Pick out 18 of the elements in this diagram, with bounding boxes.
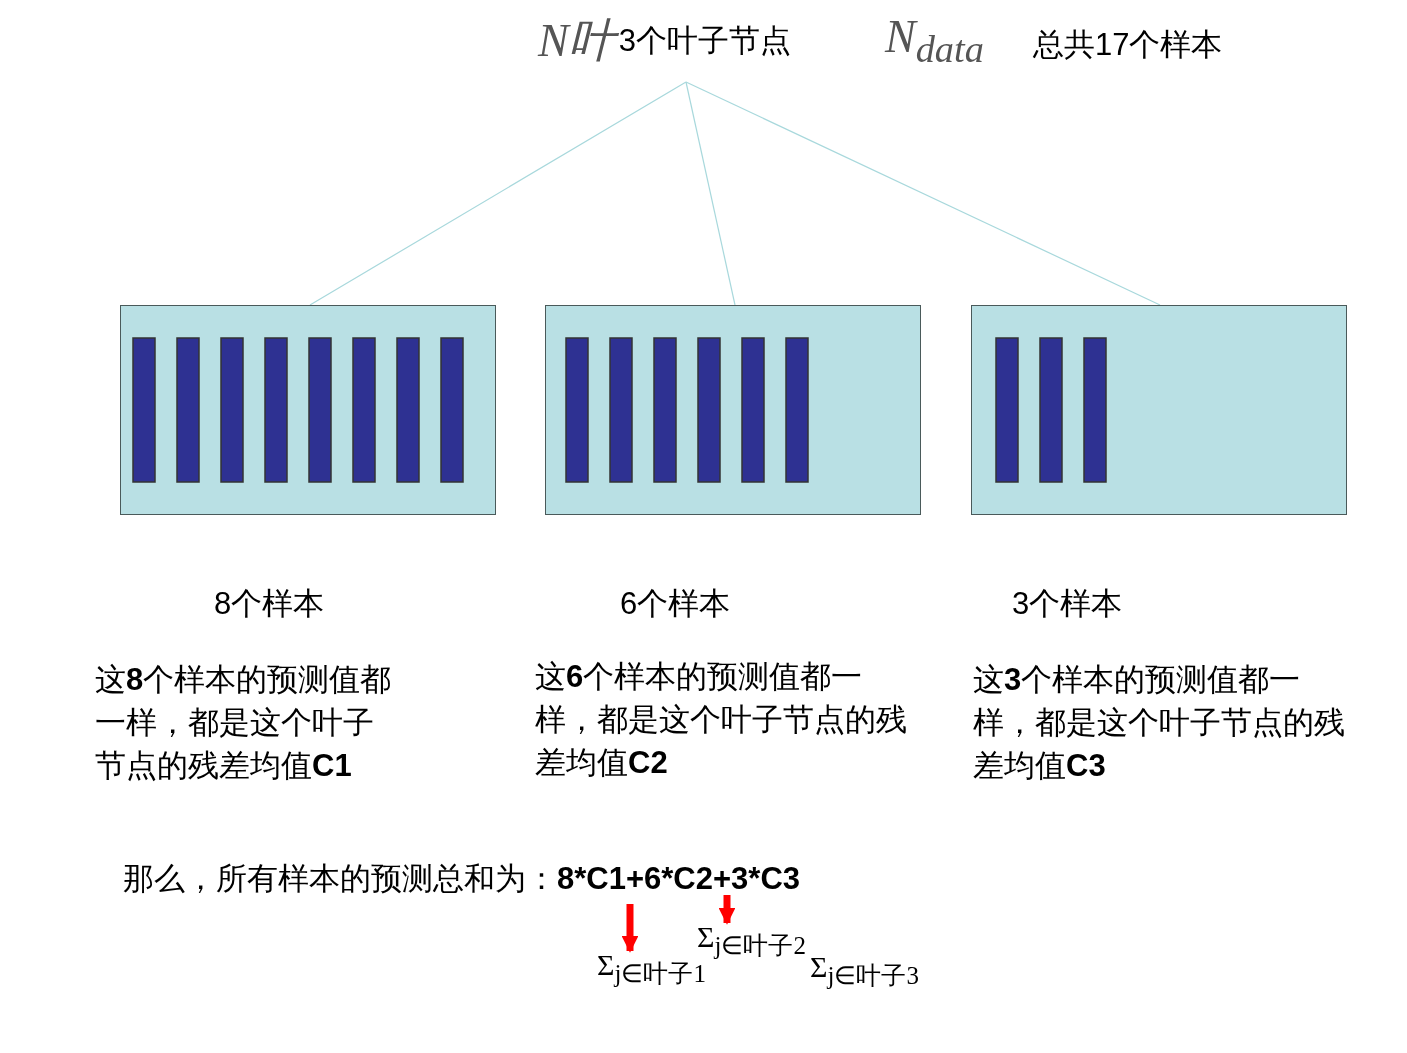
connector-line [309, 81, 687, 306]
sum-formula: 8*C1+6*C2+3*C3 [557, 861, 800, 896]
description-text: 这8个样本的预测值都一样，都是这个叶子节点的残差均值C1 [95, 661, 393, 785]
leaf-box [120, 305, 496, 515]
sample-count: 6个样本 [620, 585, 731, 623]
description-text: 这3个样本的预测值都一样，都是这个叶子节点的残差均值C3 [973, 661, 1346, 785]
connector-line [685, 81, 736, 306]
description-text: 这6个样本的预测值都一样，都是这个叶子节点的残差均值C2 [535, 658, 908, 782]
math-symbol: N$_{data}$ [885, 10, 984, 72]
connector-line [685, 81, 1161, 306]
sample-count: 3个样本 [1012, 585, 1123, 623]
sum-symbol: Σ$_{j∈叶子3}$ [810, 950, 919, 992]
sum-sentence: 那么，所有样本的预测总和为： [123, 861, 557, 896]
sample-count: 8个样本 [214, 585, 325, 623]
leaf-box [545, 305, 921, 515]
node-label: 3个叶子节点 [618, 23, 791, 58]
leaf-box [971, 305, 1347, 515]
node-label: 总共17个样本 [1033, 26, 1223, 64]
